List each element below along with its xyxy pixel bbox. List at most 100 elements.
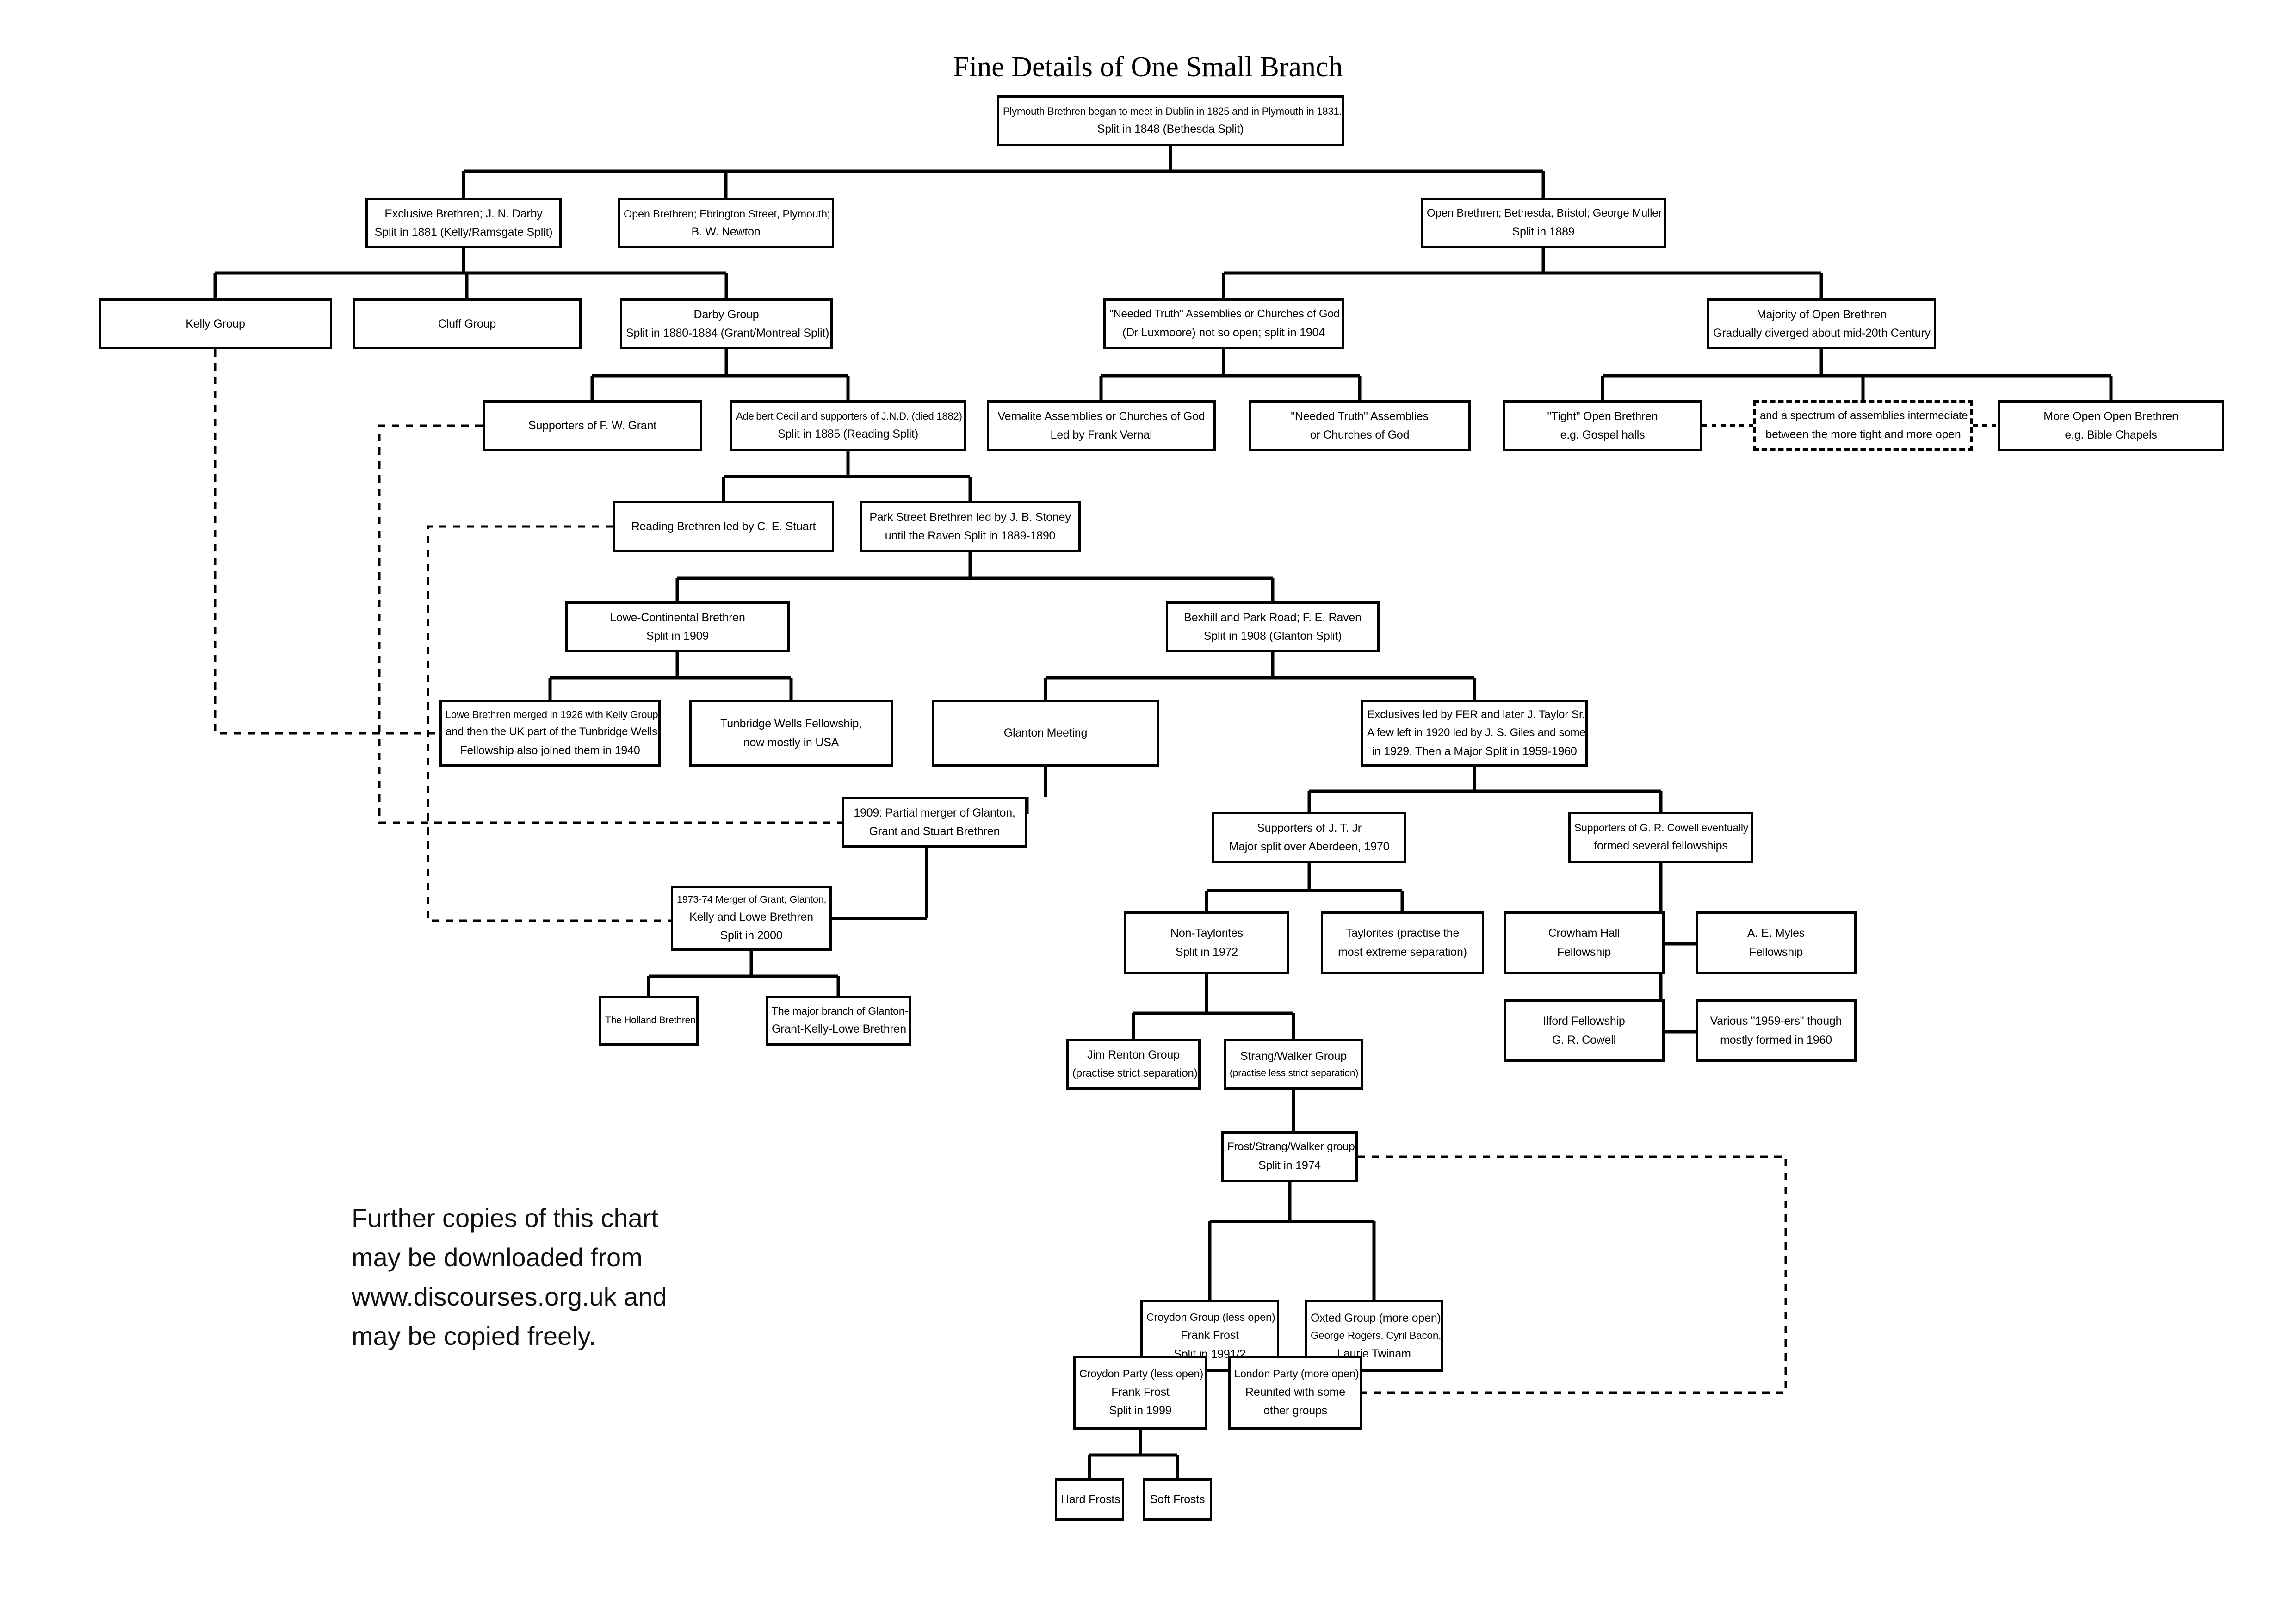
- diagram-node-line: Major split over Aberdeen, 1970: [1229, 840, 1390, 853]
- download-note-line-4: may be copied freely.: [352, 1321, 596, 1351]
- diagram-node[interactable]: Hard Frosts: [1055, 1478, 1124, 1521]
- diagram-node-line: (Dr Luxmoore) not so open; split in 1904: [1122, 326, 1325, 340]
- diagram-node-line: Grant and Stuart Brethren: [869, 825, 1000, 838]
- diagram-node-line: and a spectrum of assemblies intermediat…: [1760, 409, 1968, 422]
- diagram-node-line: Jim Renton Group: [1087, 1048, 1180, 1062]
- diagram-node-line: George Rogers, Cyril Bacon,: [1311, 1330, 1442, 1342]
- diagram-node[interactable]: Reading Brethren led by C. E. Stuart: [613, 501, 834, 552]
- diagram-node-line: Lowe-Continental Brethren: [610, 611, 745, 624]
- diagram-node[interactable]: Lowe Brethren merged in 1926 with Kelly …: [439, 700, 661, 767]
- diagram-node-line: Plymouth Brethren began to meet in Dubli…: [1003, 105, 1342, 117]
- diagram-node-line: "Needed Truth" Assemblies: [1291, 409, 1429, 423]
- diagram-node-line: "Tight" Open Brethren: [1547, 409, 1658, 423]
- diagram-node-line: Reading Brethren led by C. E. Stuart: [631, 520, 816, 533]
- diagram-node-line: Strang/Walker Group: [1240, 1049, 1347, 1063]
- diagram-node[interactable]: Open Brethren; Ebrington Street, Plymout…: [618, 198, 834, 248]
- diagram-node[interactable]: Jim Renton Group (practise strict separat…: [1066, 1039, 1201, 1090]
- diagram-node-line: Cluff Group: [438, 317, 496, 330]
- diagram-node-line: formed several fellowships: [1594, 839, 1728, 853]
- diagram-node-line: Glanton Meeting: [1003, 726, 1088, 740]
- diagram-node-line: Soft Frosts: [1150, 1493, 1205, 1506]
- diagram-node-line: (practise strict separation): [1072, 1066, 1198, 1079]
- diagram-node[interactable]: Supporters of F. W. Grant: [483, 400, 702, 451]
- diagram-node-line: Supporters of J. T. Jr: [1257, 821, 1362, 835]
- diagram-node-line: e.g. Bible Chapels: [2065, 428, 2157, 441]
- diagram-node-line: Grant-Kelly-Lowe Brethren: [772, 1022, 906, 1036]
- diagram-node[interactable]: and a spectrum of assemblies intermediat…: [1753, 400, 1973, 451]
- download-note: Further copies of this chart may be down…: [352, 1198, 814, 1356]
- diagram-node-line: Fellowship: [1749, 945, 1803, 959]
- diagram-node[interactable]: Adelbert Cecil and supporters of J.N.D. …: [730, 400, 966, 451]
- diagram-node-line: Taylorites (practise the: [1345, 927, 1460, 940]
- diagram-node-line: Lowe Brethren merged in 1926 with Kelly …: [446, 709, 658, 720]
- diagram-node-line: Split in 1974: [1258, 1159, 1321, 1172]
- diagram-node-line: Crowham Hall: [1548, 927, 1620, 940]
- diagram-node[interactable]: Plymouth Brethren began to meet in Dubli…: [997, 95, 1344, 146]
- diagram-node-line: Kelly and Lowe Brethren: [689, 910, 813, 923]
- diagram-node[interactable]: Glanton Meeting: [932, 700, 1159, 767]
- diagram-node[interactable]: Supporters of J. T. Jr Major split over A…: [1212, 812, 1406, 863]
- diagram-node-line: Tunbridge Wells Fellowship,: [720, 717, 862, 730]
- diagram-node-line: Oxted Group (more open): [1311, 1311, 1441, 1325]
- diagram-node-line: e.g. Gospel halls: [1560, 428, 1645, 441]
- diagram-node[interactable]: "Needed Truth" Assemblies or Churches of…: [1103, 298, 1344, 349]
- diagram-node-line: Split in 1908 (Glanton Split): [1203, 630, 1342, 643]
- diagram-node-line: Various "1959-ers" though: [1710, 1015, 1842, 1028]
- diagram-node-line: The major branch of Glanton-: [772, 1005, 908, 1017]
- diagram-node-line: The Holland Brethren: [605, 1015, 696, 1026]
- diagram-node-line: Non-Taylorites: [1170, 927, 1243, 940]
- diagram-node-line: and then the UK part of the Tunbridge We…: [446, 725, 657, 738]
- page-title: Fine Details of One Small Branch: [0, 51, 2296, 84]
- diagram-node-line: Majority of Open Brethren: [1756, 308, 1887, 321]
- diagram-node-line: Exclusives led by FER and later J. Taylo…: [1367, 708, 1585, 721]
- diagram-node[interactable]: Open Brethren; Bethesda, Bristol; George…: [1421, 198, 1666, 248]
- diagram-node-line: Park Street Brethren led by J. B. Stoney: [869, 510, 1071, 524]
- diagram-node[interactable]: Tunbridge Wells Fellowship, now mostly in…: [689, 700, 893, 767]
- diagram-node-line: Led by Frank Vernal: [1050, 428, 1152, 441]
- diagram-node[interactable]: Cluff Group: [353, 298, 582, 349]
- diagram-node-line: Croydon Party (less open): [1079, 1368, 1203, 1380]
- diagram-node[interactable]: Soft Frosts: [1143, 1478, 1212, 1521]
- diagram-node-line: Croydon Group (less open): [1146, 1311, 1275, 1323]
- diagram-node-line: now mostly in USA: [743, 736, 839, 749]
- diagram-node-line: until the Raven Split in 1889-1890: [885, 529, 1056, 542]
- diagram-node[interactable]: 1973-74 Merger of Grant, Glanton, Kelly a…: [671, 886, 832, 951]
- diagram-node-line: Split in 1881 (Kelly/Ramsgate Split): [374, 226, 553, 239]
- diagram-node[interactable]: Strang/Walker Group(practise less strict…: [1224, 1039, 1363, 1090]
- diagram-node[interactable]: Park Street Brethren led by J. B. Stoney…: [860, 501, 1081, 552]
- diagram-node-line: Adelbert Cecil and supporters of J.N.D. …: [736, 410, 962, 422]
- diagram-node[interactable]: The Holland Brethren: [599, 996, 699, 1046]
- diagram-node-line: Kelly Group: [186, 317, 245, 330]
- diagram-node[interactable]: "Tight" Open Brethren e.g. Gospel halls: [1503, 400, 1702, 451]
- diagram-node[interactable]: London Party (more open)Reunited with so…: [1228, 1356, 1362, 1430]
- diagram-node-line: A. E. Myles: [1747, 927, 1805, 940]
- diagram-node-line: Split in 2000: [720, 929, 783, 942]
- diagram-node[interactable]: 1909: Partial merger of Glanton,Grant an…: [842, 797, 1027, 848]
- diagram-node[interactable]: Kelly Group: [99, 298, 332, 349]
- diagram-node-line: Reunited with some: [1245, 1385, 1345, 1399]
- diagram-node-line: Fellowship also joined them in 1940: [460, 743, 640, 757]
- diagram-node-line: Split in 1999: [1109, 1404, 1172, 1418]
- diagram-node-line: Open Brethren; Ebrington Street, Plymout…: [624, 207, 830, 220]
- diagram-node[interactable]: Exclusives led by FER and later J. Taylo…: [1361, 700, 1588, 767]
- diagram-node-line: Gradually diverged about mid-20th Centur…: [1713, 327, 1931, 340]
- diagram-node[interactable]: The major branch of Glanton- Grant-Kelly-…: [766, 996, 911, 1046]
- diagram-node-line: 1973-74 Merger of Grant, Glanton,: [677, 894, 827, 905]
